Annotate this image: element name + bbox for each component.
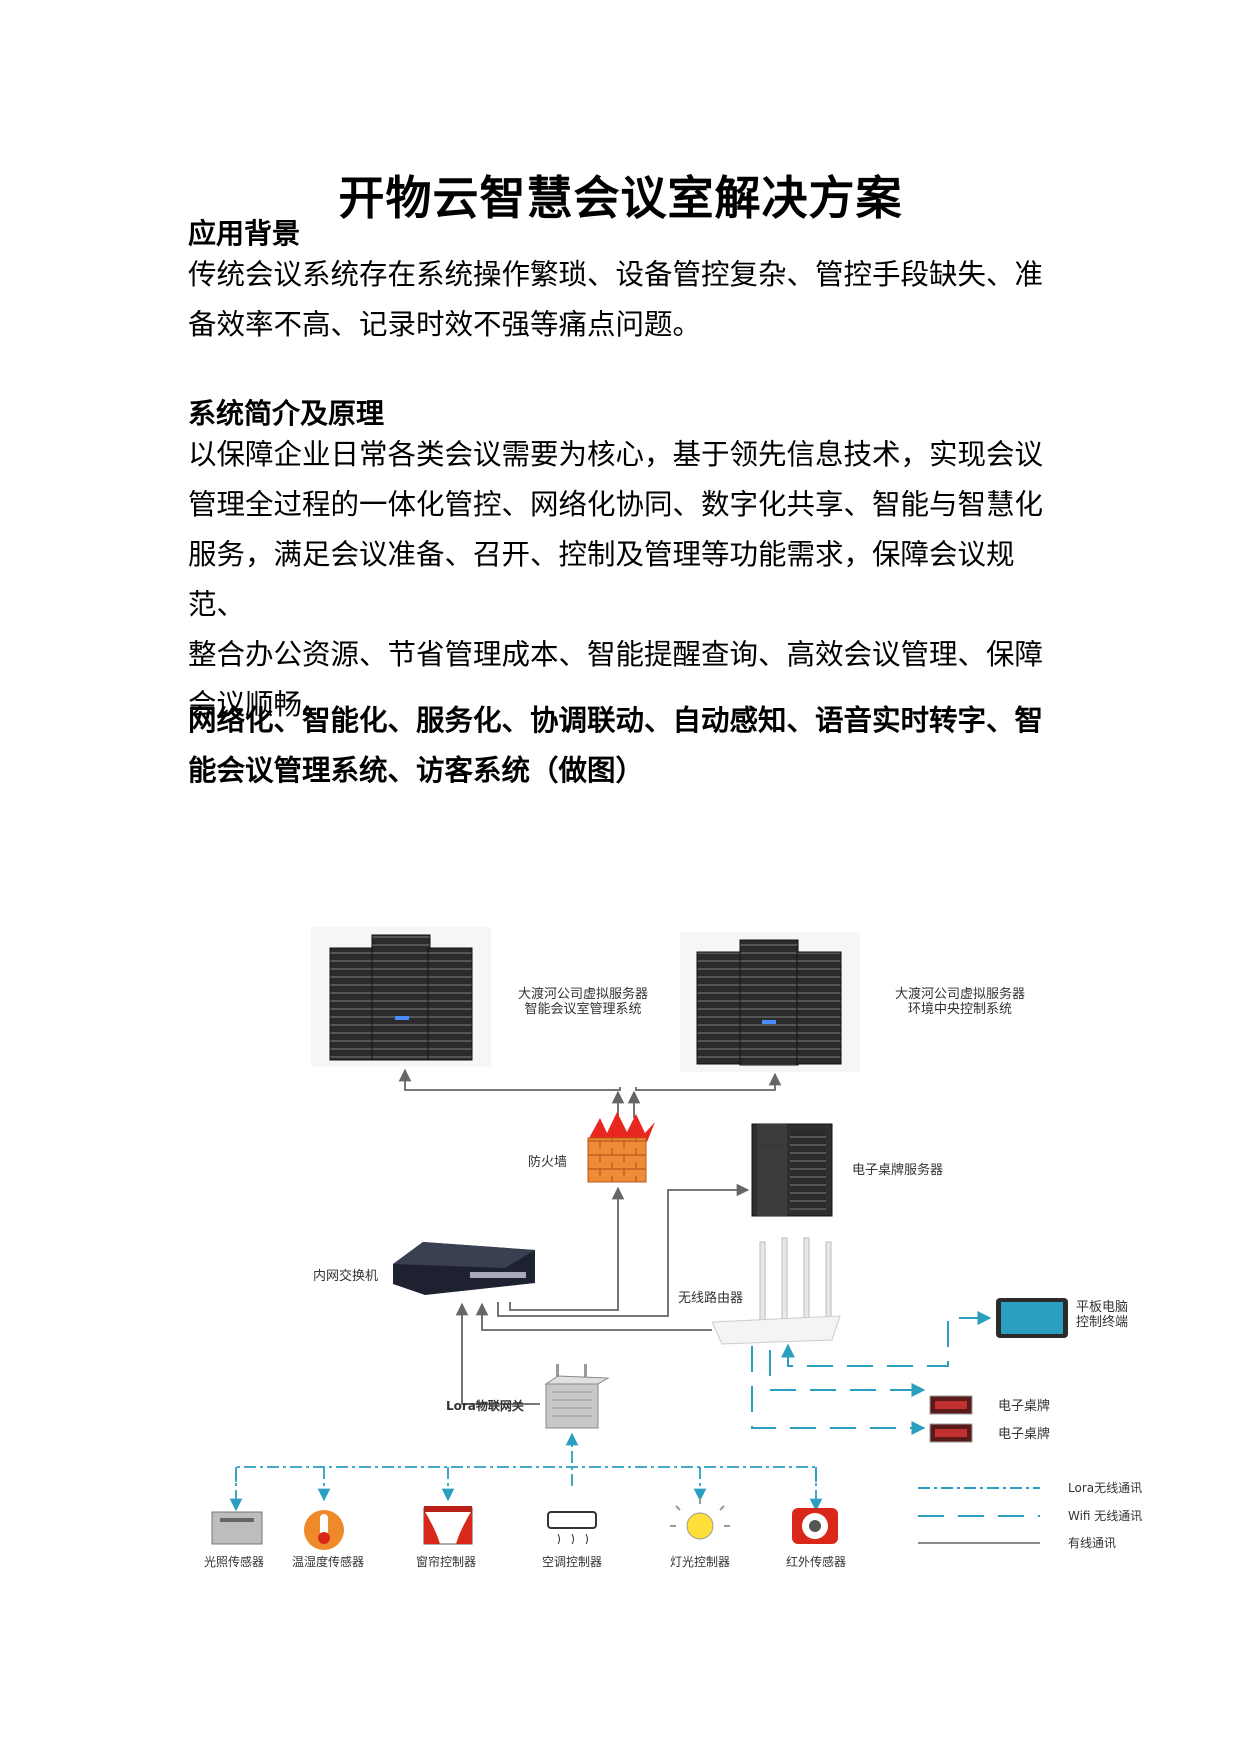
legend-label: Lora无线通讯 bbox=[1068, 1481, 1142, 1495]
curtain-icon bbox=[423, 1506, 473, 1545]
server-rack-group-2 bbox=[680, 932, 860, 1072]
legend-label: 有线通讯 bbox=[1068, 1536, 1116, 1550]
nameplate-server-label: 电子桌牌服务器 bbox=[852, 1162, 943, 1178]
section-heading-background: 应用背景 bbox=[188, 217, 301, 250]
infrared-sensor-icon bbox=[792, 1508, 838, 1544]
legend-label: Wifi 无线通讯 bbox=[1068, 1509, 1142, 1523]
wifi-links bbox=[751, 1311, 992, 1435]
para-line: 服务，满足会议准备、召开、控制及管理等功能需求，保障会议规范、 bbox=[188, 538, 1015, 621]
para-line: 传统会议系统存在系统操作繁琐、设备管控复杂、管控手段缺失、准 bbox=[188, 258, 1044, 291]
firewall-icon bbox=[587, 1112, 655, 1183]
thermometer-icon bbox=[304, 1510, 344, 1550]
wired-links-switch bbox=[455, 1183, 750, 1405]
switch-label: 内网交换机 bbox=[313, 1268, 378, 1284]
para-line: 以保障企业日常各类会议需要为核心，基于领先信息技术，实现会议 bbox=[188, 438, 1044, 471]
air-conditioner-icon bbox=[547, 1511, 597, 1545]
server1-label-2: 智能会议室管理系统 bbox=[524, 1001, 641, 1017]
para-line: 管理全过程的一体化管控、网络化协同、数字化共享、智能与智慧化 bbox=[188, 488, 1044, 521]
tablet-label-2: 控制终端 bbox=[1076, 1314, 1128, 1330]
page-title: 开物云智慧会议室解决方案 bbox=[338, 171, 903, 225]
sensor-label: 灯光控制器 bbox=[670, 1555, 730, 1569]
sensor-labels: 光照传感器 温湿度传感器 窗帘控制器 空调控制器 灯光控制器 红外传感器 bbox=[204, 1554, 846, 1569]
server1-label-1: 大渡河公司虚拟服务器 bbox=[518, 986, 648, 1002]
feature-line: 网络化、智能化、服务化、协调联动、自动感知、语音实时转字、智 bbox=[188, 704, 1044, 737]
server2-label-2: 环境中央控制系统 bbox=[908, 1002, 1012, 1017]
sensor-label: 空调控制器 bbox=[542, 1555, 602, 1569]
sensor-label: 光照传感器 bbox=[204, 1554, 264, 1569]
firewall-label: 防火墙 bbox=[528, 1154, 567, 1170]
tablet-label-1: 平板电脑 bbox=[1076, 1300, 1128, 1315]
intro-paragraph: 以保障企业日常各类会议需要为核心，基于领先信息技术，实现会议 管理全过程的一体化… bbox=[188, 430, 1068, 730]
feature-line: 能会议管理系统、访客系统（做图） bbox=[188, 754, 645, 787]
sensor-label: 窗帘控制器 bbox=[416, 1554, 476, 1569]
sensor-label: 红外传感器 bbox=[786, 1554, 846, 1569]
nameplate-icon-1 bbox=[929, 1395, 973, 1415]
tablet-icon bbox=[996, 1298, 1068, 1338]
background-paragraph: 传统会议系统存在系统操作繁琐、设备管控复杂、管控手段缺失、准 备效率不高、记录时… bbox=[188, 250, 1068, 350]
switch-icon bbox=[393, 1242, 535, 1295]
server2-label-1: 大渡河公司虚拟服务器 bbox=[895, 986, 1025, 1002]
sensor-label: 温湿度传感器 bbox=[292, 1554, 364, 1569]
light-bulb-icon bbox=[670, 1498, 730, 1540]
server-brand-label: Sugon bbox=[762, 1141, 787, 1150]
para-line: 会议顺畅。 bbox=[188, 688, 331, 721]
nameplate1-label: 电子桌牌 bbox=[998, 1398, 1050, 1414]
legend: Lora无线通讯 Wifi 无线通讯 有线通讯 bbox=[918, 1481, 1142, 1550]
section-heading-intro: 系统简介及原理 bbox=[188, 397, 385, 430]
wired-links-servers bbox=[398, 1068, 782, 1118]
gateway-icon bbox=[544, 1364, 610, 1429]
nameplate-server-icon: Sugon bbox=[751, 1123, 833, 1217]
router-label: 无线路由器 bbox=[678, 1290, 743, 1306]
para-line: 备效率不高、记录时效不强等痛点问题。 bbox=[188, 308, 702, 341]
gateway-label: Lora物联网关 bbox=[446, 1398, 524, 1413]
lora-links bbox=[229, 1432, 823, 1512]
nameplate2-label: 电子桌牌 bbox=[998, 1426, 1050, 1442]
light-sensor-icon bbox=[211, 1511, 263, 1545]
feature-heading: 网络化、智能化、服务化、协调联动、自动感知、语音实时转字、智 能会议管理系统、访… bbox=[188, 696, 1068, 796]
para-line: 整合办公资源、节省管理成本、智能提醒查询、高效会议管理、保障 bbox=[188, 638, 1044, 671]
server-rack-group-1 bbox=[311, 927, 491, 1067]
nameplate-icon-2 bbox=[929, 1423, 973, 1443]
